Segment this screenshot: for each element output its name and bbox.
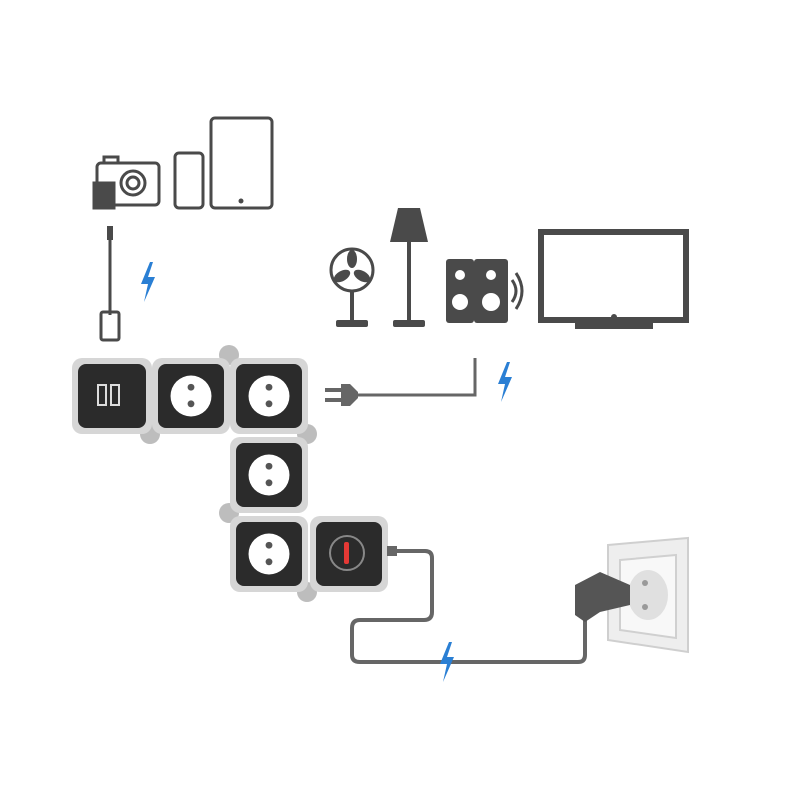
camera-icon [92, 155, 161, 210]
plug-icon [575, 572, 630, 622]
module-socket [230, 516, 308, 592]
cable [358, 358, 477, 397]
wall-socket-icon [607, 536, 689, 654]
socket-outlet-icon [248, 533, 290, 575]
socket-outlet-icon [170, 375, 212, 417]
floor-lamp-icon [390, 208, 428, 327]
socket-outlet-icon [248, 375, 290, 417]
tv-icon [538, 229, 689, 329]
power-cable [350, 549, 587, 664]
module-socket [230, 358, 308, 434]
module-switch [310, 516, 388, 592]
smartphone-icon [173, 151, 205, 210]
usb-cable-icon [99, 226, 121, 342]
lightning-bolt-icon [141, 262, 155, 302]
tablet-icon [209, 116, 274, 210]
module-usb [72, 358, 152, 434]
socket-outlet-icon [248, 454, 290, 496]
module-socket [152, 358, 230, 434]
usb-port-icon [97, 384, 120, 406]
speaker-icon [446, 259, 524, 323]
plug-icon [325, 384, 358, 406]
module-socket [230, 437, 308, 513]
fan-icon [329, 247, 375, 327]
lightning-bolt-icon [498, 362, 512, 402]
power-switch-icon [329, 535, 365, 571]
